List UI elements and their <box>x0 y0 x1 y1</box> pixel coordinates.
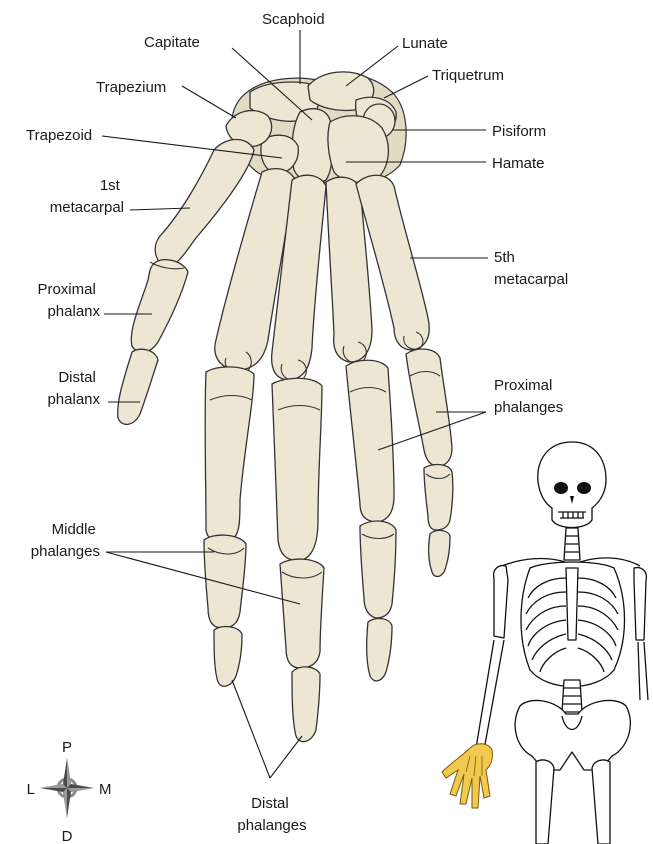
compass-label-d: D <box>62 828 73 844</box>
compass-label-l: L <box>27 781 35 798</box>
label-middle-phalanges: Middle phalanges <box>31 521 100 560</box>
hamate-bone <box>328 116 388 183</box>
label-first-metacarpal: 1st metacarpal <box>50 177 124 216</box>
label-proximal-phalanges: Proximal phalanges <box>494 377 563 416</box>
leader-triquetrum <box>384 76 428 98</box>
forearm-left <box>476 640 504 750</box>
label-hamate: Hamate <box>492 155 545 172</box>
femur-left <box>536 760 554 844</box>
index-distal-phalanx-bone <box>214 627 242 687</box>
skeleton-inset <box>442 442 648 844</box>
label-triquetrum: Triquetrum <box>432 67 504 84</box>
little-proximal-phalanx-bone <box>406 349 452 466</box>
leader-middle-phalanges-b <box>106 552 300 604</box>
label-capitate: Capitate <box>144 34 200 51</box>
compass-star-shade <box>40 784 67 788</box>
orientation-compass: P L M D <box>27 739 112 844</box>
little-middle-phalanx-bone <box>424 465 453 530</box>
compass-label-p: P <box>62 739 72 756</box>
skull <box>538 442 606 528</box>
compass-star-shade <box>67 758 71 788</box>
highlighted-hand <box>442 744 493 808</box>
highlighted-hand-bones <box>442 744 493 808</box>
eye-socket-left <box>554 482 568 494</box>
label-fifth-metacarpal: 5th metacarpal <box>494 249 568 288</box>
femur-right <box>592 760 610 844</box>
label-distal-phalanges: Distal phalanges <box>237 795 306 834</box>
label-trapezium: Trapezium <box>96 79 166 96</box>
compass-star-shade <box>67 788 94 792</box>
ring-proximal-phalanx-bone <box>346 360 394 522</box>
leader-distal-phalanges-a <box>232 680 270 778</box>
compass-label-m: M <box>99 781 112 798</box>
forearm-right <box>638 642 648 700</box>
humerus-left <box>494 566 508 638</box>
hand-illustration <box>118 72 453 742</box>
eye-socket-right <box>577 482 591 494</box>
first-metacarpal-bone <box>155 140 254 267</box>
index-proximal-phalanx-bone <box>205 367 254 543</box>
sternum <box>566 568 578 640</box>
label-proximal-phalanx: Proximal phalanx <box>37 281 100 320</box>
compass-star-shade <box>63 788 67 818</box>
carpal-bones <box>226 72 406 184</box>
thumb-distal-phalanx-bone <box>118 349 158 424</box>
middle-distal-phalanx-bone <box>292 667 320 742</box>
thumb-proximal-phalanx-bone <box>131 260 188 353</box>
label-lunate: Lunate <box>402 35 448 52</box>
label-scaphoid: Scaphoid <box>262 11 325 28</box>
label-pisiform: Pisiform <box>492 123 546 140</box>
label-trapezoid: Trapezoid <box>26 127 92 144</box>
label-distal-phalanx: Distal phalanx <box>47 369 100 408</box>
ring-distal-phalanx-bone <box>367 619 392 681</box>
little-distal-phalanx-bone <box>429 530 450 576</box>
leader-trapezium <box>182 86 236 118</box>
leader-distal-phalanges-b <box>270 736 302 778</box>
humerus-right <box>634 568 646 640</box>
